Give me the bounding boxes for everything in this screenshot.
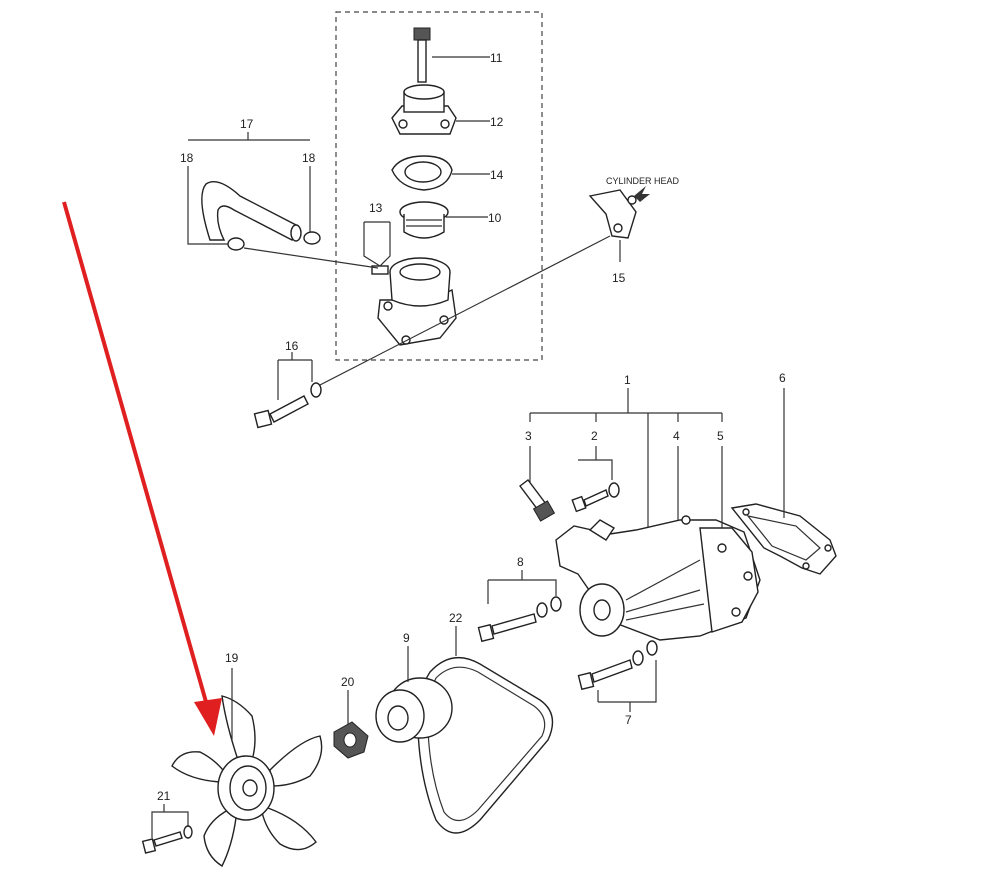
label-7: 7 bbox=[625, 713, 632, 727]
label-15: 15 bbox=[612, 271, 626, 285]
label-6: 6 bbox=[779, 371, 786, 385]
part-10-thermostat bbox=[399, 201, 488, 239]
label-21: 21 bbox=[157, 789, 171, 803]
label-20: 20 bbox=[341, 675, 355, 689]
part-9-pulley bbox=[375, 646, 453, 743]
cylinder-head-arrow-icon bbox=[634, 186, 650, 202]
part-3-sensor bbox=[519, 446, 556, 522]
part-14-gasket bbox=[391, 155, 490, 191]
label-5: 5 bbox=[717, 429, 724, 443]
label-11: 11 bbox=[490, 51, 503, 65]
part-11-bolt bbox=[413, 27, 490, 83]
part-21-bolt bbox=[141, 804, 193, 854]
label-16: 16 bbox=[285, 339, 299, 353]
label-19: 19 bbox=[225, 651, 239, 665]
label-14: 14 bbox=[490, 168, 504, 182]
label-9: 9 bbox=[403, 631, 410, 645]
label-13: 13 bbox=[369, 201, 383, 215]
part-6-gasket bbox=[730, 388, 837, 575]
part-8-bolt bbox=[477, 570, 562, 643]
label-18a: 18 bbox=[180, 151, 194, 165]
label-8: 8 bbox=[517, 555, 524, 569]
part-13-housing bbox=[363, 221, 457, 346]
label-22: 22 bbox=[449, 611, 463, 625]
part-19-fan bbox=[171, 668, 323, 868]
thermostat-group-box bbox=[335, 11, 543, 361]
red-callout-arrow bbox=[62, 201, 222, 736]
part-4-water-pump bbox=[555, 446, 761, 641]
part-1-leader bbox=[529, 388, 723, 530]
label-3: 3 bbox=[525, 429, 532, 443]
part-20-spacer bbox=[333, 690, 369, 759]
part-12-cover bbox=[391, 84, 490, 135]
label-10: 10 bbox=[488, 211, 502, 225]
label-4: 4 bbox=[673, 429, 680, 443]
label-18b: 18 bbox=[302, 151, 316, 165]
part-16-bolt bbox=[253, 352, 322, 429]
part-2-bolt bbox=[571, 446, 620, 513]
annotation-cylinder-head: CYLINDER HEAD bbox=[606, 176, 680, 186]
label-1: 1 bbox=[624, 373, 631, 387]
part-17-hose bbox=[188, 132, 310, 242]
part-15-gasket bbox=[317, 189, 637, 387]
label-2: 2 bbox=[591, 429, 598, 443]
part-7-bolt bbox=[577, 640, 658, 712]
part-18-clamps bbox=[187, 166, 379, 269]
label-17: 17 bbox=[240, 117, 254, 131]
label-12: 12 bbox=[490, 115, 504, 129]
